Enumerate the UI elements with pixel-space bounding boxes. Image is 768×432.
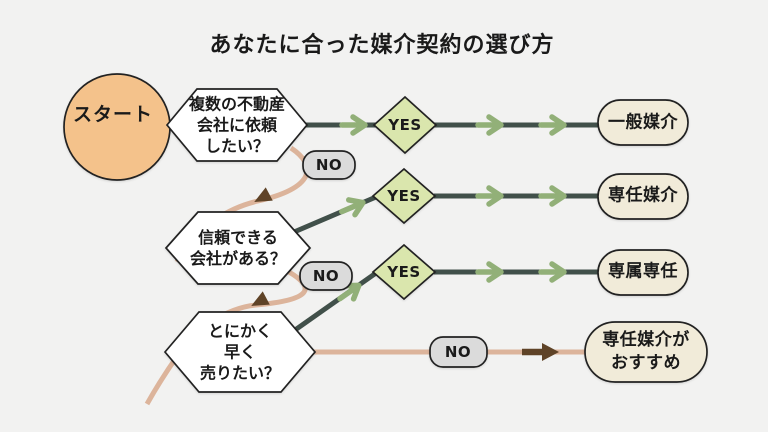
no-label-3: NO — [444, 343, 472, 361]
label-line: 早く — [223, 342, 257, 362]
question-3-label: とにかく 早く 売りたい？ — [200, 321, 280, 384]
question-1-label: 複数の不動産 会社に依頼 したい？ — [189, 94, 285, 157]
arrow-green-icon — [475, 185, 504, 207]
yes-diamond-2 — [371, 167, 437, 225]
label-line: 会社がある？ — [189, 249, 287, 268]
result-1-label: 一般媒介 — [608, 112, 678, 133]
no-label-2: NO — [312, 267, 340, 285]
no-label-1: NO — [315, 156, 343, 174]
label-line: 売りたい？ — [199, 363, 281, 383]
question-1-hexagon — [165, 88, 309, 162]
label-line: おすすめ — [611, 353, 681, 373]
arrow-green-icon — [538, 261, 567, 283]
arrow-green-icon — [339, 114, 368, 136]
yes-diamond-1 — [372, 95, 438, 155]
question-3-hexagon — [163, 311, 317, 393]
label-line: 信頼できる — [198, 228, 278, 247]
label-line: とにかく — [207, 321, 273, 341]
yes-label-2: YES — [387, 187, 421, 205]
label-line: したい？ — [204, 136, 270, 156]
connectors — [126, 114, 600, 406]
no-box-1 — [302, 150, 356, 180]
arrow-brown-icon — [254, 187, 273, 202]
label-line: 会社に依頼 — [196, 115, 278, 135]
start-node — [63, 73, 171, 181]
yes-label-1: YES — [388, 116, 422, 134]
question-2-label: 信頼できる 会社がある？ — [190, 227, 286, 269]
yes-label-3: YES — [387, 263, 421, 281]
page-title: あなたに合った媒介契約の選び方 — [209, 33, 555, 58]
label-line: 複数の不動産 — [188, 94, 286, 114]
no-box-2 — [299, 261, 353, 291]
start-label: スタート — [72, 103, 154, 126]
yes-diamond-3 — [371, 243, 437, 301]
nodes — [63, 73, 708, 393]
arrow-green-icon — [538, 114, 567, 136]
arrow-green-icon — [475, 114, 504, 136]
arrow-green-icon — [538, 185, 567, 207]
arrow-brown-icon — [251, 291, 270, 306]
result-pill-2 — [597, 173, 689, 220]
result-3-label: 専属専任 — [608, 261, 678, 282]
label-line: 専任媒介が — [602, 330, 690, 350]
result-pill-1 — [597, 99, 689, 146]
question-2-hexagon — [164, 211, 312, 285]
arrow-green-icon — [475, 261, 504, 283]
result-2-label: 専任媒介 — [608, 185, 678, 206]
result-pill-3 — [597, 249, 689, 296]
result-pill-4 — [584, 321, 708, 383]
result-4-label: 専任媒介が おすすめ — [602, 329, 690, 375]
arrow-brown-icon — [522, 343, 559, 361]
arrow-green-icon — [338, 197, 366, 218]
no-box-3 — [429, 336, 488, 368]
